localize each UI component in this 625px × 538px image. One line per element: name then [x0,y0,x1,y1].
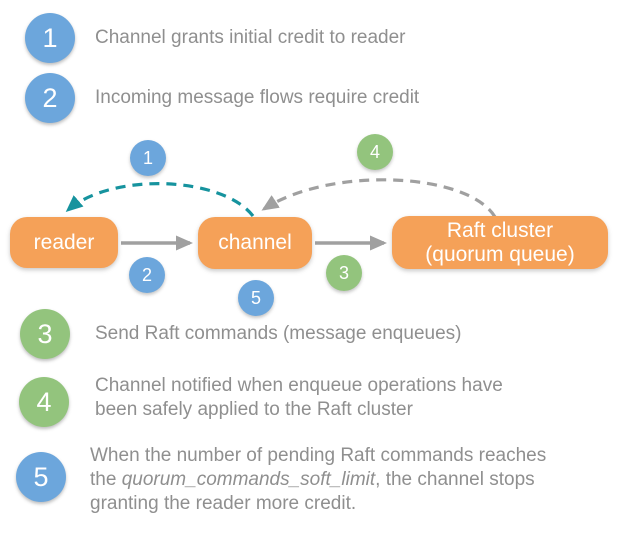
arrow-channel-to-reader-dashed [65,182,255,217]
node-raft-cluster: Raft cluster (quorum queue) [392,216,608,269]
legend-step-4-circle: 4 [19,377,69,427]
legend-step-5-line2-pre: the [90,469,122,490]
badge-step-1: 1 [130,140,166,176]
legend-step-5-line2: the quorum_commands_soft_limit, the chan… [90,468,546,492]
legend-step-5-line1: When the number of pending Raft commands… [90,445,547,466]
node-raft-cluster-label-line1: Raft cluster [446,218,554,242]
legend-step-3-circle: 3 [20,309,70,359]
badge-step-5: 5 [238,280,274,316]
legend-step-5-line3: granting the reader more credit. [90,493,357,514]
node-reader: reader [10,217,118,268]
badge-step-4: 4 [357,134,393,170]
legend-step-4-line1: Channel notified when enqueue operations… [95,375,503,396]
node-channel-label: channel [218,231,292,254]
arrow-raft-to-channel-dashed [261,178,497,218]
legend-step-4-line2: been safely applied to the Raft cluster [95,399,413,420]
badge-step-2: 2 [129,257,165,293]
legend-step-1-text: Channel grants initial credit to reader [95,27,406,48]
legend-step-2-text: Incoming message flows require credit [95,87,420,108]
legend-step-4-text: Channel notified when enqueue operations… [95,374,503,422]
node-reader-label: reader [33,230,95,254]
node-channel: channel [198,217,312,269]
legend-step-3-text: Send Raft commands (message enqueues) [95,323,462,344]
legend-step-5-line2-post: , the channel stops [375,469,535,490]
node-raft-cluster-label-line2: (quorum queue) [425,242,575,266]
legend-step-1-circle: 1 [25,13,75,63]
legend-step-5-circle: 5 [16,452,66,502]
legend-step-5-text: When the number of pending Raft commands… [90,444,546,516]
legend-step-2-circle: 2 [25,73,75,123]
badge-step-3: 3 [326,255,362,291]
legend-step-5-soft-limit-term: quorum_commands_soft_limit [121,469,376,490]
